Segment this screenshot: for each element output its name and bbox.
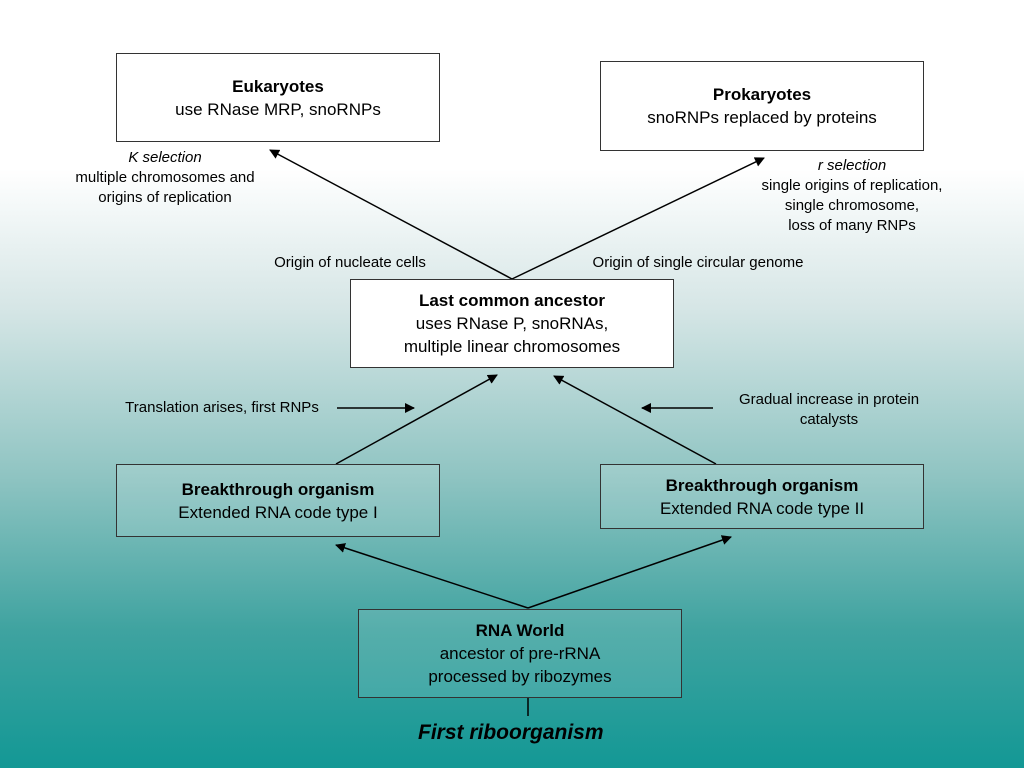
arrow-to-eukaryotes	[269, 149, 513, 280]
rna-world-title: RNA World	[475, 621, 565, 640]
breakthrough-1-text: Extended RNA code type I	[178, 502, 378, 522]
k-selection-note: K selection multiple chromosomes and ori…	[44, 148, 286, 208]
lca-title: Last common ancestor	[418, 291, 606, 310]
prokaryotes-title: Prokaryotes	[712, 85, 812, 104]
arrow-to-prokaryotes	[511, 157, 765, 280]
lca-line2: multiple linear chromosomes	[403, 337, 621, 356]
lca-line1: uses RNase P, snoRNAs,	[415, 314, 609, 333]
eukaryotes-text: use RNase MRP, snoRNPs	[175, 99, 381, 119]
eukaryotes-box: Eukaryotes use RNase MRP, snoRNPs	[116, 53, 440, 142]
translation-label: Translation arises, first RNPs	[125, 399, 319, 416]
r-selection-line2: single chromosome,	[784, 197, 920, 214]
arrow-to-lca-right	[553, 375, 717, 465]
lca-box: Last common ancestor uses RNase P, snoRN…	[350, 279, 674, 368]
breakthrough-2-box: Breakthrough organism Extended RNA code …	[600, 464, 924, 529]
gradual-line2: catalysts	[799, 411, 859, 428]
rna-world-line1: ancestor of pre-rRNA	[439, 644, 601, 663]
origin-circular-label: Origin of single circular genome	[592, 254, 804, 271]
eukaryotes-title: Eukaryotes	[232, 76, 324, 96]
breakthrough-1-title: Breakthrough organism	[181, 479, 375, 499]
k-selection-heading: K selection	[128, 149, 202, 166]
arrow-to-breakthrough-2	[527, 535, 732, 609]
first-riboorganism-label: First riboorganism	[418, 721, 604, 744]
rna-world-line2: processed by ribozymes	[428, 667, 612, 686]
k-selection-line1: multiple chromosomes and	[75, 169, 255, 186]
arrow-to-breakthrough-1	[335, 543, 529, 609]
rna-world-box: RNA World ancestor of pre-rRNA processed…	[358, 609, 682, 698]
r-selection-line1: single origins of replication,	[761, 177, 943, 194]
prokaryotes-text: snoRNPs replaced by proteins	[647, 108, 877, 127]
r-selection-heading: r selection	[817, 157, 887, 174]
origin-nucleate-label: Origin of nucleate cells	[274, 254, 426, 271]
prokaryotes-box: Prokaryotes snoRNPs replaced by proteins	[600, 61, 924, 151]
breakthrough-2-text: Extended RNA code type II	[659, 498, 865, 518]
r-selection-line3: loss of many RNPs	[788, 217, 916, 234]
arrow-to-lca-left	[335, 374, 498, 465]
gradual-increase-label: Gradual increase in protein catalysts	[714, 390, 944, 430]
r-selection-note: r selection single origins of replicatio…	[732, 156, 972, 236]
gradual-line1: Gradual increase in protein	[738, 391, 920, 408]
breakthrough-1-box: Breakthrough organism Extended RNA code …	[116, 464, 440, 537]
k-selection-line2: origins of replication	[98, 189, 232, 206]
breakthrough-2-title: Breakthrough organism	[665, 475, 859, 495]
